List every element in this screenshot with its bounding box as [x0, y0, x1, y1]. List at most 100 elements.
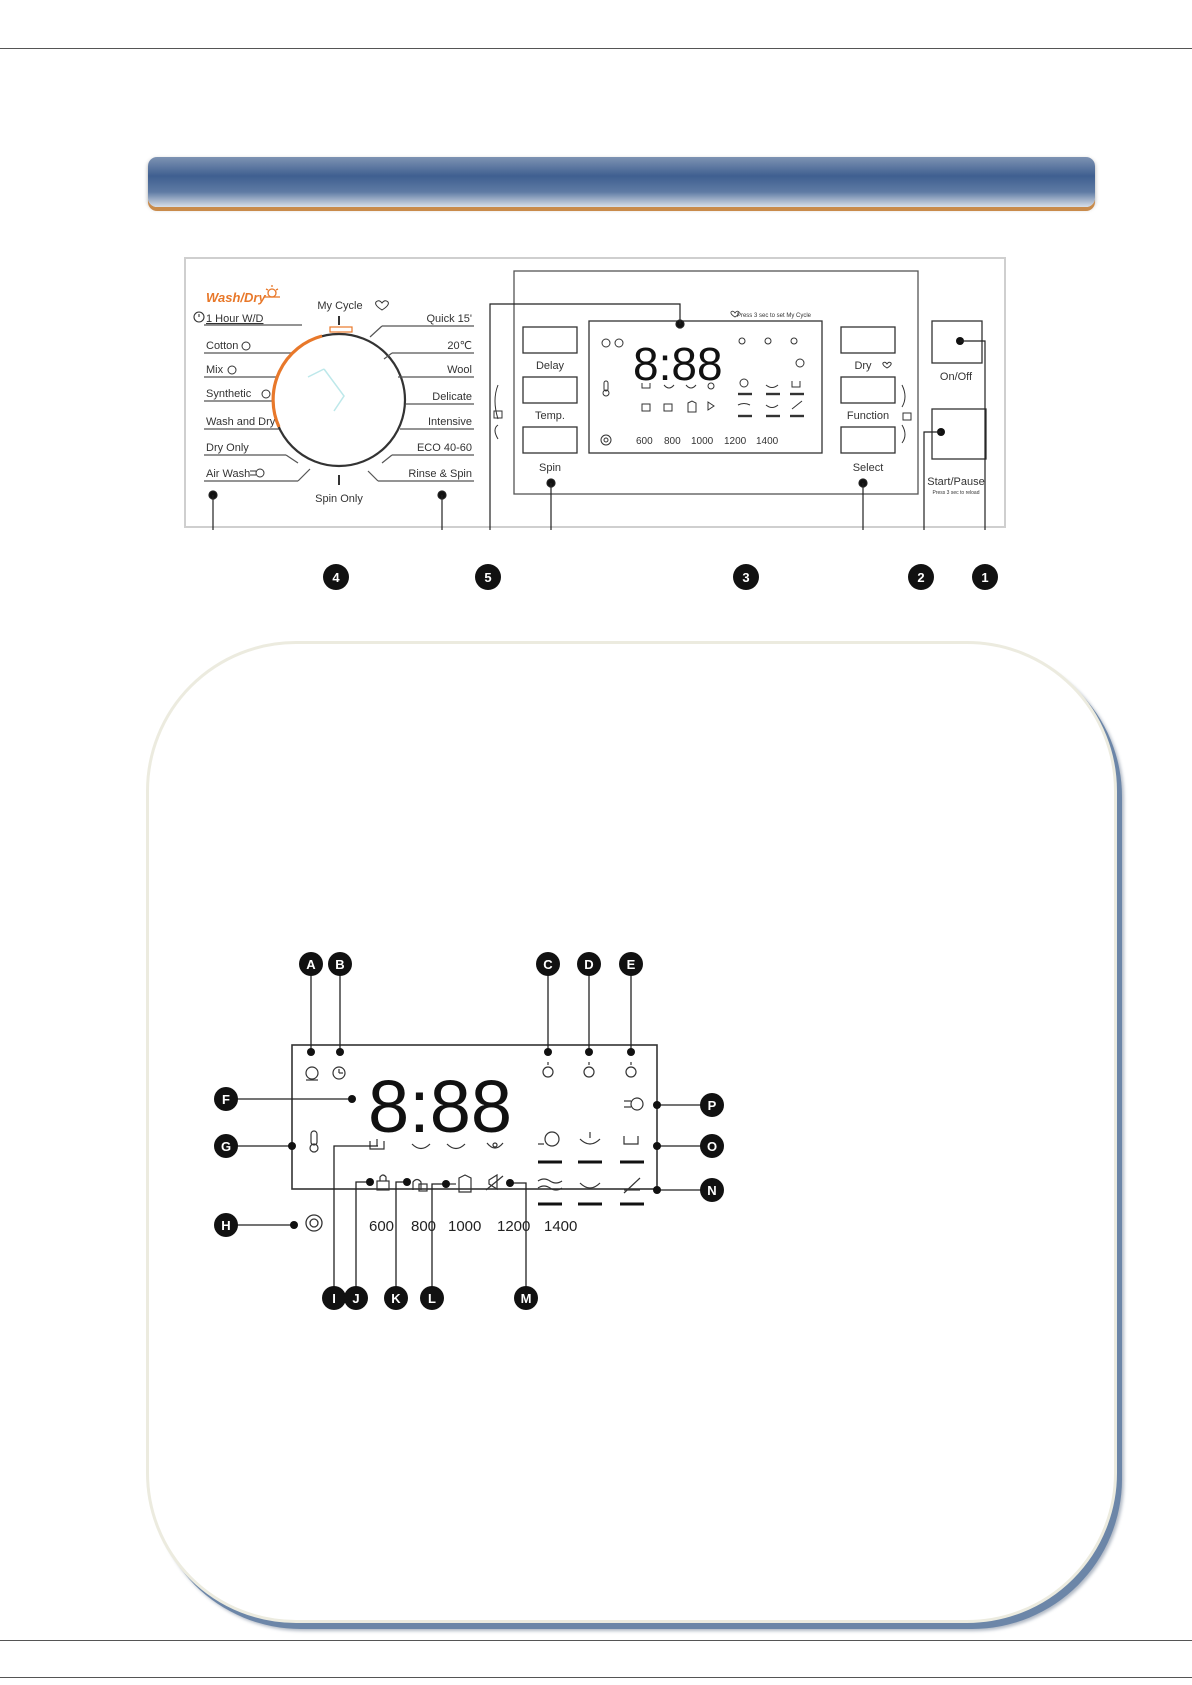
spin-button[interactable]: Spin: [522, 426, 578, 474]
lcd-detail-spin-speeds: 600 800 1000 1200 1400: [369, 1218, 577, 1235]
svg-text:C: C: [543, 957, 553, 972]
lcd-detail-frame: [291, 1044, 658, 1190]
callout-3: 3: [733, 564, 759, 590]
spin-speed: 1400: [544, 1218, 577, 1235]
svg-text:A: A: [306, 957, 316, 972]
callouts-top: A B C D E: [299, 952, 643, 976]
svg-text:3: 3: [742, 570, 749, 585]
function-label: Function: [847, 410, 889, 422]
program-washdry[interactable]: Wash and Dry: [204, 416, 280, 430]
program-label: ECO 40-60: [417, 442, 472, 454]
sun-icon: [264, 285, 280, 298]
delay-button[interactable]: Delay: [522, 326, 578, 372]
lcd-spin-speeds: 600 800 1000 1200 1400: [636, 436, 779, 447]
onoff-label: On/Off: [940, 371, 973, 383]
control-panel: Wash/Dry 1 Hour W/D Cotton Mix Synthetic…: [184, 257, 1006, 553]
callout-leader-5: [489, 303, 685, 530]
program-group-title: Wash/Dry: [206, 290, 266, 305]
program-quick[interactable]: Quick 15': [369, 313, 474, 338]
spin-icon: [600, 434, 612, 446]
spin-speed: 1400: [756, 436, 779, 447]
delay-label: Delay: [536, 360, 565, 372]
svg-text:N: N: [707, 1183, 716, 1198]
program-label: 20℃: [447, 340, 472, 352]
drain-icon: [623, 1136, 639, 1145]
delay-clock-icon: [305, 1066, 319, 1081]
callout-c: C: [536, 952, 560, 976]
program-label: Intensive: [428, 416, 472, 428]
door-lock-icon: [376, 1174, 390, 1191]
callout-m: M: [514, 1286, 538, 1310]
callout-e: E: [619, 952, 643, 976]
steam-icon: [538, 1131, 560, 1147]
control-panel-drawing: Wash/Dry 1 Hour W/D Cotton Mix Synthetic…: [193, 270, 987, 553]
spin-speed: 1200: [497, 1218, 530, 1235]
spin-speed: 800: [411, 1218, 436, 1235]
program-label: Synthetic: [206, 388, 252, 400]
spin-speed: 1000: [448, 1218, 481, 1235]
air-wash-icon: [250, 468, 265, 478]
select-button[interactable]: Select: [840, 426, 896, 474]
callout-h: H: [214, 1213, 238, 1237]
spin-speed: 1000: [691, 436, 714, 447]
callout-1: 1: [972, 564, 998, 590]
program-airwash[interactable]: Air Wash: [204, 468, 311, 482]
detail-leader-lines: [226, 966, 712, 1296]
callout-p: P: [700, 1093, 724, 1117]
spin-speed: 1200: [724, 436, 747, 447]
svg-text:P: P: [708, 1098, 717, 1113]
program-1hour[interactable]: 1 Hour W/D: [204, 313, 302, 326]
lcd-display: [588, 320, 823, 454]
display-frame: [513, 270, 919, 495]
temp-label: Temp.: [535, 410, 565, 422]
program-synthetic[interactable]: Synthetic: [204, 388, 282, 402]
program-label: 1 Hour W/D: [206, 313, 264, 325]
dry-button[interactable]: Dry: [840, 326, 896, 372]
rinse-icon: [579, 1132, 601, 1145]
function-button[interactable]: Function: [840, 376, 896, 422]
callout-leader-3: [546, 478, 868, 551]
callout-2: 2: [908, 564, 934, 590]
program-dryonly[interactable]: Dry Only: [204, 442, 299, 464]
callouts-right: P O N: [700, 1093, 724, 1202]
child-lock-icon: [412, 1178, 428, 1192]
program-dial[interactable]: [271, 326, 407, 468]
program-rinsespin[interactable]: Rinse & Spin: [367, 468, 474, 482]
program-eco[interactable]: ECO 40-60: [381, 442, 474, 464]
svg-text:H: H: [221, 1218, 230, 1233]
heart-icon: [730, 310, 740, 318]
callout-leader-2: [923, 431, 941, 530]
onoff-button[interactable]: On/Off: [931, 320, 983, 383]
program-spinonly[interactable]: Spin Only: [315, 493, 363, 505]
prewash-icon: [369, 1139, 385, 1150]
program-label: Air Wash: [206, 468, 250, 480]
svg-text:B: B: [335, 957, 344, 972]
program-label: Wool: [447, 364, 472, 376]
callout-i: I: [322, 1286, 346, 1310]
clock-icon: [193, 311, 205, 323]
spin-speed: 600: [636, 436, 653, 447]
callout-leader-1: [960, 340, 986, 530]
program-20c[interactable]: 20℃: [383, 340, 474, 360]
program-label: Quick 15': [426, 313, 472, 325]
spin-icon: [305, 1214, 323, 1232]
program-intensive[interactable]: Intensive: [400, 416, 474, 430]
temp-button[interactable]: Temp.: [522, 376, 578, 422]
callouts-left: F G H: [214, 1087, 238, 1237]
program-wool[interactable]: Wool: [398, 364, 474, 378]
program-label: Delicate: [432, 391, 472, 403]
select-label: Select: [853, 462, 884, 474]
program-delicate[interactable]: Delicate: [406, 391, 474, 405]
callout-5: 5: [475, 564, 501, 590]
program-label: Mix: [206, 364, 224, 376]
timer-icon: [332, 1066, 346, 1080]
leader-dots: [288, 1048, 661, 1229]
callout-n: N: [700, 1178, 724, 1202]
child-lock-icon: [493, 384, 503, 440]
dry-label: Dry: [854, 360, 872, 372]
callout-4: 4: [323, 564, 349, 590]
program-mycycle[interactable]: My Cycle: [317, 300, 362, 312]
svg-text:F: F: [222, 1092, 230, 1107]
svg-text:E: E: [627, 957, 636, 972]
